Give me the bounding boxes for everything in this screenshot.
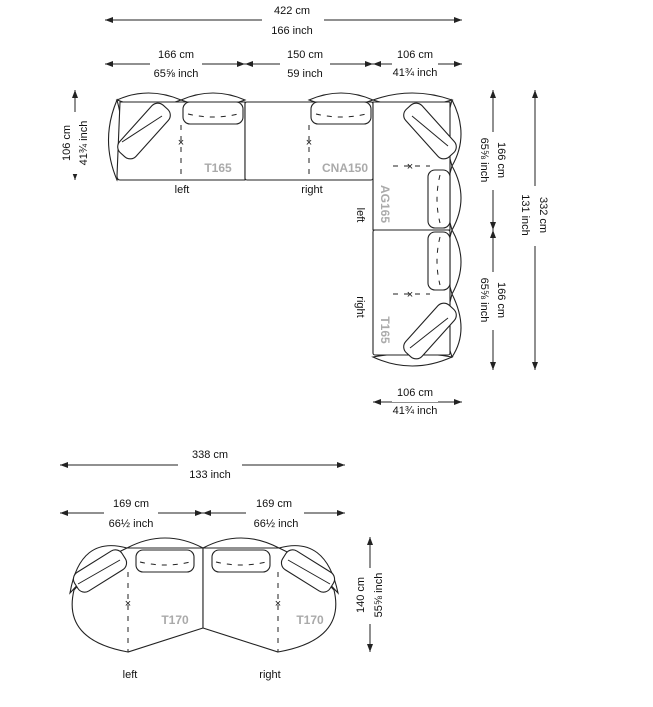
bottom-segment-dimensions: 169 cm 66½ inch 169 cm 66½ inch (60, 497, 345, 530)
total-length-dimension: 332 cm 131 inch (518, 90, 552, 370)
top-total-width-dimension: 422 cm 166 inch (105, 4, 462, 38)
module-code: T170 (296, 613, 324, 627)
top-depth-dimension: 106 cm 41¾ inch (58, 90, 90, 180)
dim-cm: 169 cm (256, 498, 292, 510)
top-segment-dimensions: 166 cm 65⅝ inch 150 cm 59 inch 106 cm 41… (105, 48, 462, 80)
dim-inch: 41¾ inch (393, 67, 438, 79)
dim-inch: 41¾ inch (393, 405, 438, 417)
dim-inch: 55⅝ inch (373, 573, 385, 618)
dim-cm: 166 cm (158, 49, 194, 61)
dim-cm: 332 cm (537, 197, 549, 233)
curved-sofa-drawing: × × T170 T170 left right (69, 537, 339, 681)
dim-inch: 131 inch (519, 194, 531, 236)
module-side-label: left (175, 184, 190, 196)
dim-inch: 65⅝ inch (478, 278, 490, 323)
dim-inch: 66½ inch (109, 518, 154, 530)
dim-inch: 166 inch (271, 25, 313, 37)
module-code: CNA150 (322, 161, 368, 175)
dim-inch: 59 inch (287, 68, 322, 80)
dim-inch: 133 inch (189, 469, 231, 481)
module-side-label: left (123, 669, 138, 681)
module-side-label: right (259, 669, 280, 681)
center-mark: × (407, 161, 413, 173)
center-mark: × (407, 289, 413, 301)
center-mark: × (275, 598, 281, 610)
dim-inch: 41¾ inch (78, 121, 90, 166)
bottom-width-dimension: 106 cm 41¾ inch (373, 387, 462, 417)
module-side-label: right (354, 296, 366, 317)
dim-cm: 338 cm (192, 449, 228, 461)
dim-cm: 166 cm (495, 142, 507, 178)
bottom-total-width-dimension: 338 cm 133 inch (60, 448, 345, 481)
dim-cm: 150 cm (287, 49, 323, 61)
module-code: AG165 (378, 185, 392, 223)
center-mark: × (178, 137, 184, 149)
module-side-label: left (354, 208, 366, 223)
right-segment-dimensions: 166 cm 65⅝ inch 166 cm 65⅝ inch (476, 90, 510, 370)
dim-cm: 106 cm (61, 125, 73, 161)
corner-sofa-drawing: × × × × T165 CNA150 AG165 T165 left righ… (107, 92, 462, 367)
center-mark: × (125, 598, 131, 610)
module-code: T165 (204, 161, 232, 175)
dim-cm: 140 cm (355, 577, 367, 613)
module-code: T165 (378, 316, 392, 344)
dim-cm: 106 cm (397, 387, 433, 399)
dim-inch: 65⅝ inch (154, 68, 199, 80)
module-code: T170 (161, 613, 189, 627)
dim-inch: 66½ inch (254, 518, 299, 530)
dim-inch: 65⅝ inch (478, 138, 490, 183)
center-mark: × (306, 137, 312, 149)
module-side-label: right (301, 184, 322, 196)
dim-cm: 422 cm (274, 5, 310, 17)
dim-cm: 106 cm (397, 49, 433, 61)
dim-cm: 169 cm (113, 498, 149, 510)
dim-cm: 166 cm (495, 282, 507, 318)
bottom-depth-dimension: 140 cm 55⅝ inch (352, 537, 388, 652)
